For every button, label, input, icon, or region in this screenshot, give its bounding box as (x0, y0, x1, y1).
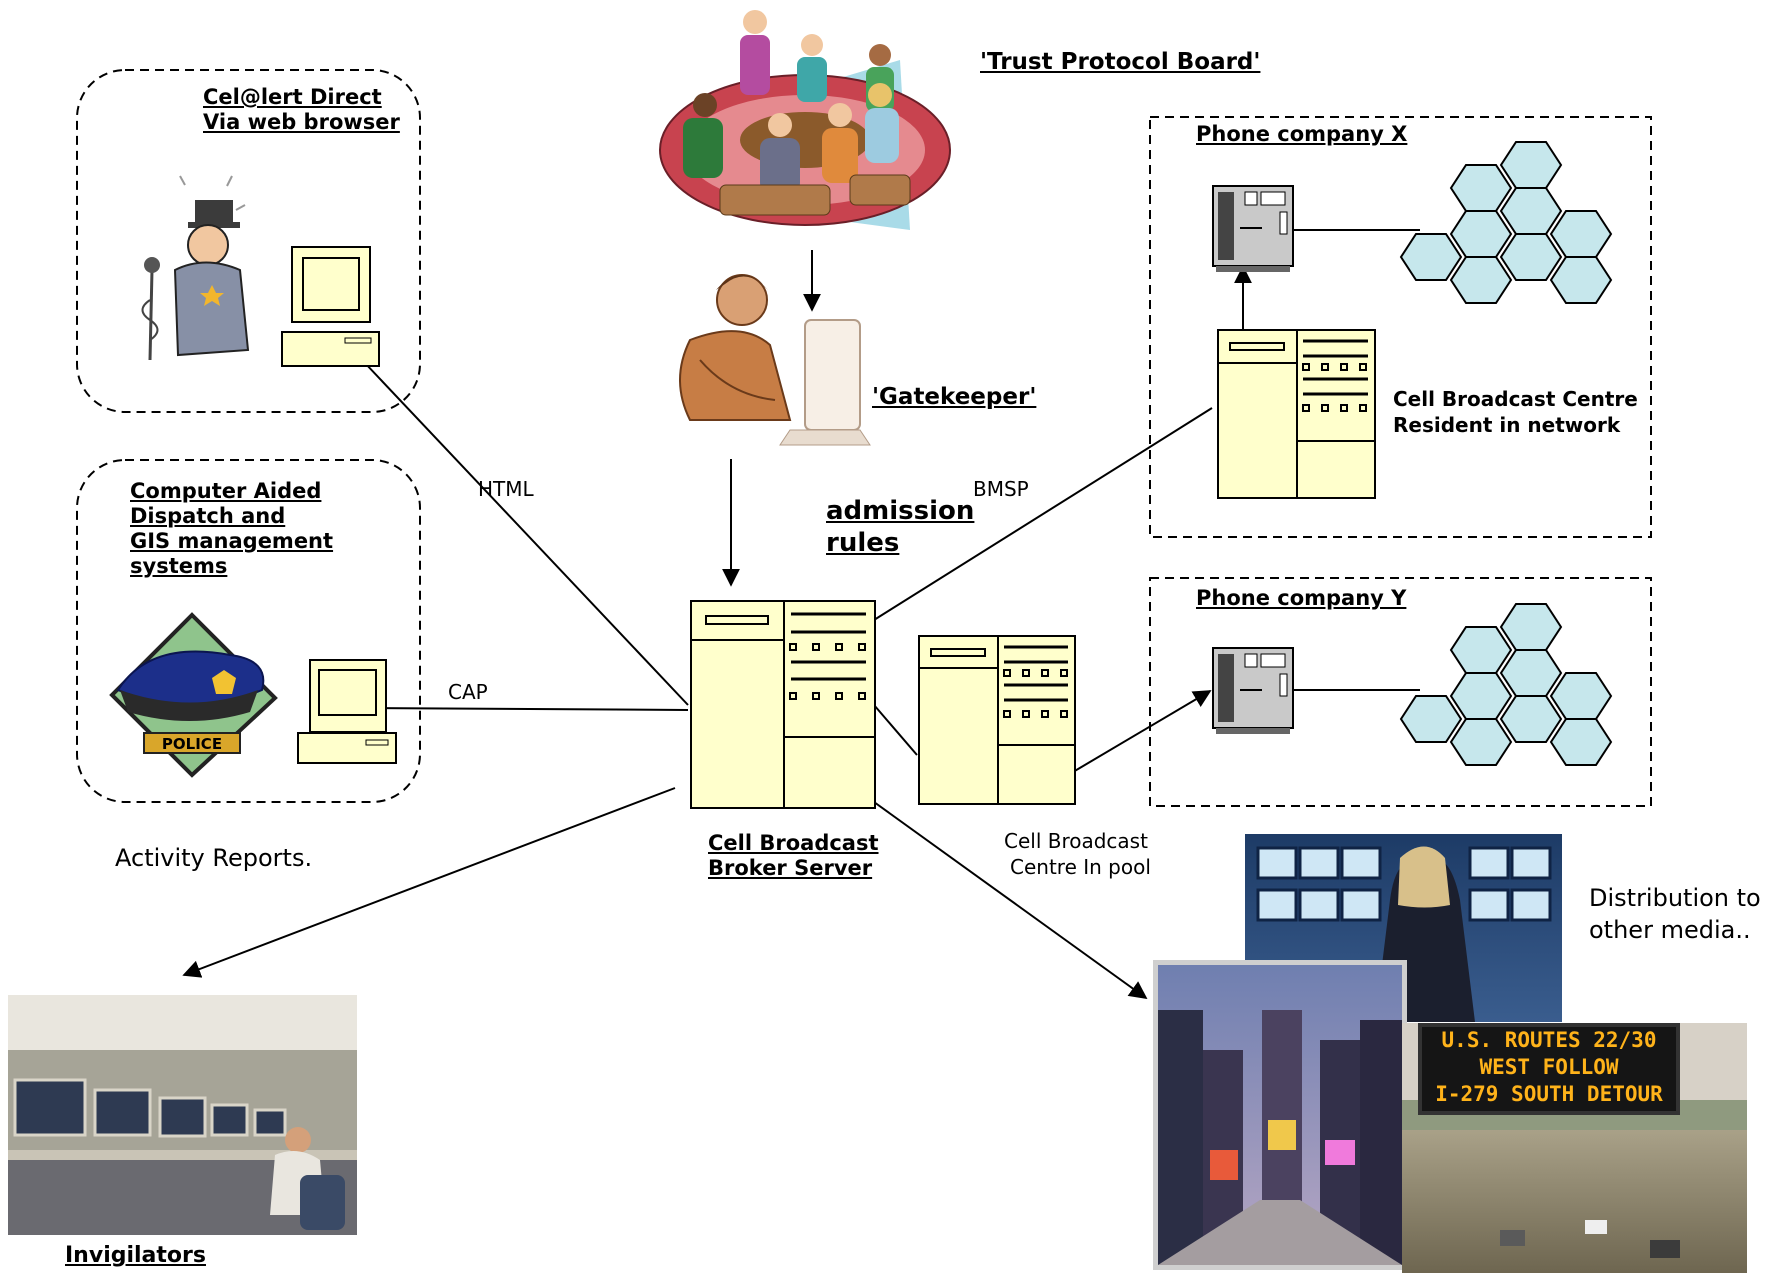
cad-label-line-3: GIS management (130, 529, 334, 553)
switch-x-icon (1212, 185, 1294, 272)
highway-sign-line-1: U.S. ROUTES 22/30 (1442, 1028, 1657, 1052)
activity-reports-label: Activity Reports. (115, 844, 313, 872)
times-square-photo (1153, 960, 1407, 1270)
cell-network-y (1399, 603, 1613, 766)
admission-rules-label-line-1: admission (826, 496, 975, 526)
cell-network-x (1399, 141, 1613, 304)
phone-company-x-label: Phone company X (1196, 122, 1408, 146)
broker-to-media-arrow (873, 801, 1148, 1000)
celert-label-line-2: Via web browser (203, 110, 400, 134)
resident-centre-label-line-2: Resident in network (1393, 413, 1621, 437)
broker-to-invigilators-arrow (182, 787, 676, 978)
invigilators-label: Invigilators (65, 1243, 206, 1268)
celert-label-line-1: Cel@lert Direct (203, 85, 382, 109)
admission-rules-label-line-2: rules (826, 528, 900, 558)
pool-to-phone-y-arrow (1072, 690, 1212, 773)
pool-centre-label-line-2: Centre In pool (1010, 855, 1151, 879)
highway-sign-photo: U.S. ROUTES 22/30 WEST FOLLOW I-279 SOUT… (1402, 1023, 1747, 1273)
pool-centre-server (918, 635, 1076, 805)
cap-protocol-label: CAP (448, 680, 488, 704)
police-badge-text: POLICE (162, 735, 222, 753)
police-badge-icon: POLICE (109, 612, 278, 778)
phone-company-y-label: Phone company Y (1196, 586, 1407, 610)
cap-connector (359, 707, 689, 711)
cad-label-line-4: systems (130, 554, 228, 578)
resident-centre-server (1217, 329, 1376, 499)
trust-protocol-board-label: 'Trust Protocol Board' (980, 49, 1261, 75)
gatekeeper-illustration (679, 274, 871, 446)
resident-centre-label-line-1: Cell Broadcast Centre (1393, 387, 1638, 411)
cad-label-line-2: Dispatch and (130, 504, 286, 528)
html-connector (363, 361, 689, 706)
distribution-label-line-1: Distribution to (1589, 884, 1761, 912)
announcer-illustration (141, 175, 250, 361)
broker-server-label-line-2: Broker Server (708, 856, 873, 880)
cad-label-line-1: Computer Aided (130, 479, 322, 503)
broker-pool-connector (873, 704, 918, 756)
cad-group-box (76, 459, 421, 803)
web-browser-pc (281, 246, 380, 367)
highway-sign-line-3: I-279 SOUTH DETOUR (1435, 1082, 1663, 1106)
celert-group-box (76, 69, 421, 413)
bmsp-protocol-label: BMSP (973, 477, 1029, 501)
bmsp-connector (873, 407, 1213, 621)
broker-server (690, 600, 876, 809)
distribution-label-line-2: other media.. (1589, 916, 1751, 944)
dispatch-pc (297, 659, 397, 764)
pool-centre-label-line-1: Cell Broadcast (1004, 829, 1148, 853)
phone-company-x-box (1149, 116, 1652, 538)
control-room-photo (8, 995, 357, 1235)
gatekeeper-label: 'Gatekeeper' (872, 384, 1037, 410)
phone-company-y-box (1149, 577, 1652, 807)
switch-y-icon (1212, 647, 1294, 734)
highway-sign-line-2: WEST FOLLOW (1479, 1055, 1618, 1079)
html-protocol-label: HTML (478, 477, 534, 501)
broker-server-label-line-1: Cell Broadcast (708, 831, 879, 855)
meeting-illustration (659, 10, 951, 230)
